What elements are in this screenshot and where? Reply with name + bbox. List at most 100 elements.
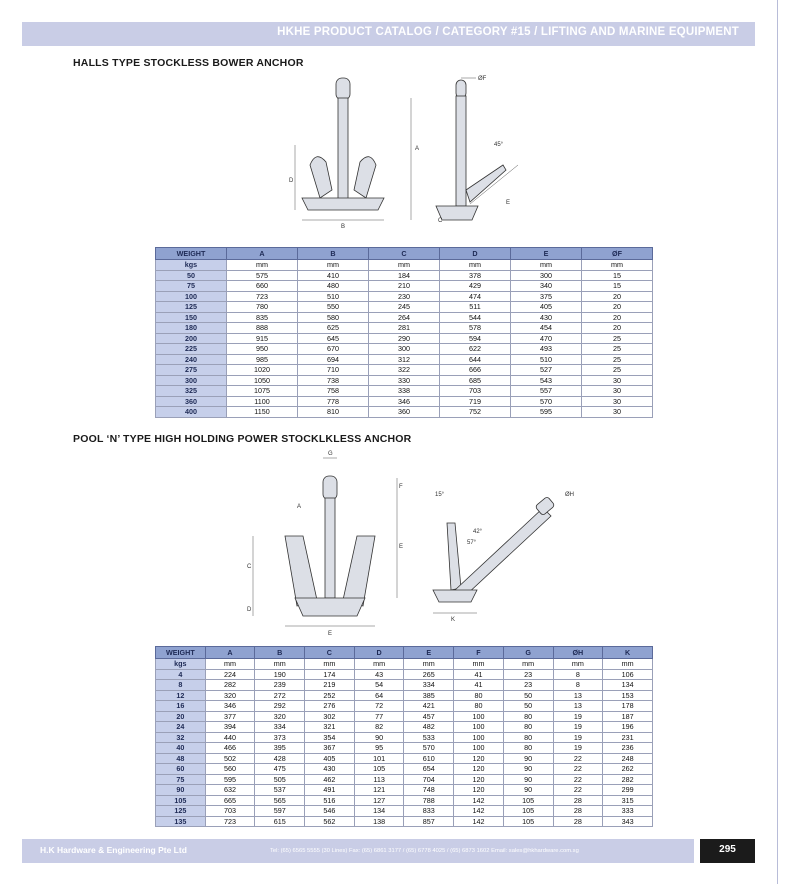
table-cell: 300 xyxy=(510,269,582,281)
table-cell: 142 xyxy=(453,794,504,806)
table-cell: 23 xyxy=(502,679,554,691)
angle-label-42: 42° xyxy=(473,529,483,535)
table-cell: 252 xyxy=(304,689,355,701)
table-cell: mm xyxy=(602,658,653,670)
table-cell: 282 xyxy=(602,773,653,785)
table-cell: 264 xyxy=(368,311,440,323)
table-cell: 343 xyxy=(602,815,653,827)
table-cell: 82 xyxy=(353,721,405,733)
table-cell: 106 xyxy=(602,668,653,680)
table-cell: 231 xyxy=(602,731,653,743)
weight-cell: 40 xyxy=(155,742,206,754)
dim-label-a: A xyxy=(297,504,301,510)
table-cell: 77 xyxy=(353,710,405,722)
table-cell: 950 xyxy=(226,343,298,355)
header-cell: ØF xyxy=(581,247,653,260)
table-cell: 80 xyxy=(453,689,504,701)
table-cell: 299 xyxy=(602,784,653,796)
table-cell: 527 xyxy=(510,364,582,376)
table-cell: 120 xyxy=(453,784,504,796)
table-cell: 546 xyxy=(304,805,355,817)
table-cell: 752 xyxy=(439,406,511,418)
table-cell: 90 xyxy=(353,731,405,743)
table-cell: 888 xyxy=(226,322,298,334)
weight-cell: 200 xyxy=(155,332,227,344)
table-cell: 28 xyxy=(552,805,604,817)
table-cell: 570 xyxy=(403,742,455,754)
table-cell: 429 xyxy=(439,280,511,292)
pool-n-anchor-side-drawing: 15° 42° 57° ØH K xyxy=(432,492,574,623)
dim-label-d: D xyxy=(289,178,294,184)
table-cell: mm xyxy=(368,259,440,271)
weight-cell: 135 xyxy=(155,815,206,827)
table-cell: mm xyxy=(552,658,604,670)
weight-cell: 105 xyxy=(155,794,206,806)
pool-n-anchor-front-drawing: G F A E C D E xyxy=(247,451,403,637)
table-cell: 13 xyxy=(552,689,604,701)
dim-label-e-side: E xyxy=(399,544,403,550)
header-cell: D xyxy=(439,247,511,260)
table-cell: 703 xyxy=(204,805,256,817)
table-cell: 622 xyxy=(439,343,511,355)
table-cell: 22 xyxy=(552,773,604,785)
table-cell: mm xyxy=(403,658,455,670)
page-number-box xyxy=(700,839,755,863)
table-cell: 50 xyxy=(502,700,554,712)
table-cell: 660 xyxy=(226,280,298,292)
table-cell: 565 xyxy=(254,794,306,806)
table-cell: 184 xyxy=(368,269,440,281)
table-cell: 262 xyxy=(602,763,653,775)
table-cell: 595 xyxy=(510,406,582,418)
table-cell: mm xyxy=(297,259,369,271)
table-cell: 377 xyxy=(204,710,256,722)
table-cell: 322 xyxy=(368,364,440,376)
header-band: HKHE PRODUCT CATALOG / CATEGORY #15 / LI… xyxy=(22,22,755,46)
table-cell: 28 xyxy=(552,815,604,827)
table-cell: 300 xyxy=(368,343,440,355)
table-cell: 560 xyxy=(204,763,256,775)
table-cell: 1100 xyxy=(226,395,298,407)
dim-label-a: A xyxy=(415,146,419,152)
table-cell: 685 xyxy=(439,374,511,386)
header-cell: K xyxy=(602,646,653,659)
table-cell: 30 xyxy=(581,395,653,407)
dim-label-c: C xyxy=(247,564,252,570)
table-cell: 30 xyxy=(581,406,653,418)
table-cell: 290 xyxy=(368,332,440,344)
table-cell: 748 xyxy=(403,784,455,796)
table-cell: 610 xyxy=(403,752,455,764)
dim-label-c: C xyxy=(438,218,443,224)
table-cell: mm xyxy=(204,658,256,670)
weight-cell: 125 xyxy=(155,301,227,313)
table-cell: 454 xyxy=(510,322,582,334)
table-cell: 475 xyxy=(254,763,306,775)
table-cell: 230 xyxy=(368,290,440,302)
header-cell: G xyxy=(502,646,554,659)
weight-cell: 240 xyxy=(155,353,227,365)
footer-company-name: H.K Hardware & Engineering Pte Ltd xyxy=(40,845,187,855)
weight-cell: 12 xyxy=(155,689,206,701)
table-cell: 430 xyxy=(510,311,582,323)
table-cell: 100 xyxy=(453,742,504,754)
table-cell: 90 xyxy=(502,752,554,764)
table-cell: 80 xyxy=(502,731,554,743)
weight-cell: 360 xyxy=(155,395,227,407)
angle-label-45: 45° xyxy=(494,142,504,148)
table-cell: 22 xyxy=(552,784,604,796)
table-cell: mm xyxy=(581,259,653,271)
table-cell: 723 xyxy=(226,290,298,302)
table-cell: 219 xyxy=(304,679,355,691)
table-cell: 100 xyxy=(453,721,504,733)
table-cell: 8 xyxy=(552,679,604,691)
table-cell: 758 xyxy=(297,385,369,397)
table-cell: 594 xyxy=(439,332,511,344)
table-cell: 544 xyxy=(439,311,511,323)
table-cell: 719 xyxy=(439,395,511,407)
table-cell: 474 xyxy=(439,290,511,302)
